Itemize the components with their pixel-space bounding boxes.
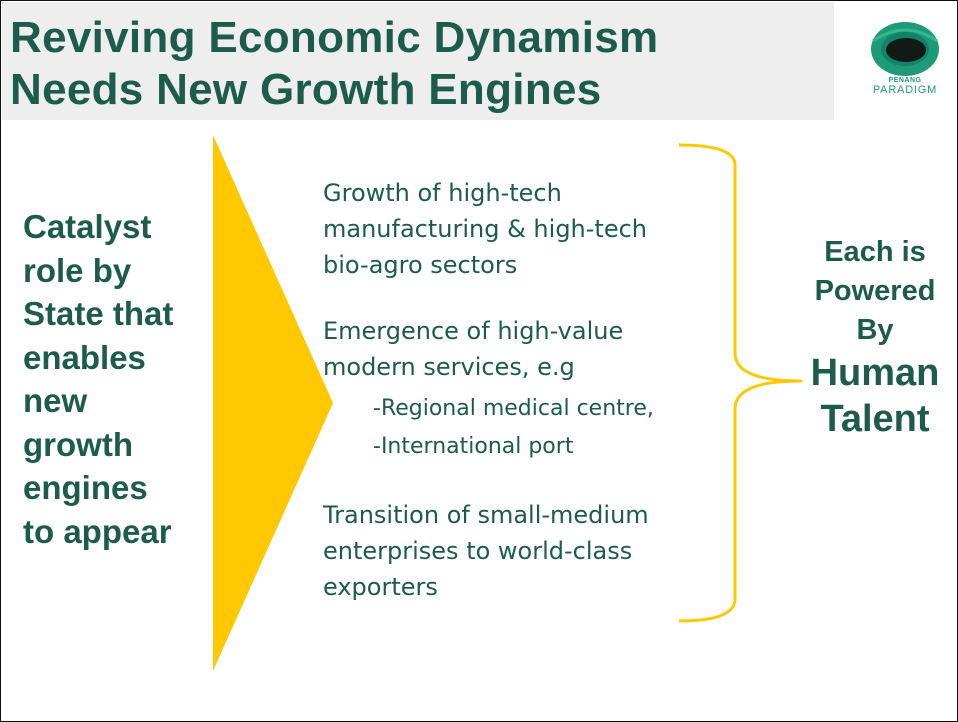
logo-text-paradigm: PARADIGM xyxy=(872,84,938,96)
catalyst-line: State that xyxy=(23,295,174,332)
engine-subitem-medical: -Regional medical centre, xyxy=(373,396,654,421)
engine-item-hightech: Growth of high-tech manufacturing & high… xyxy=(323,175,647,283)
engine-line: Transition of small-medium xyxy=(323,501,649,529)
engine-line: bio-agro sectors xyxy=(323,251,518,279)
powered-line: Each is xyxy=(824,236,926,268)
engine-line: Emergence of high-value xyxy=(323,317,624,345)
engine-item-services: Emergence of high-value modern services,… xyxy=(323,313,623,385)
catalyst-line: to appear xyxy=(23,512,172,550)
title-line-1: Reviving Economic Dynamism xyxy=(10,13,659,62)
engine-item-sme: Transition of small-medium enterprises t… xyxy=(323,497,649,605)
engine-line: Growth of high-tech xyxy=(323,179,562,207)
catalyst-text: Catalyst role by State that enables new … xyxy=(23,205,213,553)
title-band: Reviving Economic Dynamism Needs New Gro… xyxy=(2,2,834,120)
logo-text-penang: PENANG xyxy=(888,77,922,84)
engine-line: enterprises to world-class xyxy=(323,537,633,565)
engine-line: manufacturing & high-tech xyxy=(323,215,647,243)
catalyst-line: role by xyxy=(23,251,132,289)
penang-paradigm-logo-icon xyxy=(871,22,939,76)
catalyst-line: Catalyst xyxy=(23,208,152,245)
engine-line: exporters xyxy=(323,573,438,601)
powered-line: Powered xyxy=(814,275,936,307)
human-talent-line: Human xyxy=(810,352,940,394)
engine-line: modern services, e.g xyxy=(323,353,575,381)
arrow-triangle-shape xyxy=(213,135,333,671)
catalyst-line: growth xyxy=(23,425,133,463)
slide-title: Reviving Economic Dynamism Needs New Gro… xyxy=(10,12,658,116)
human-talent-line: Talent xyxy=(820,398,930,440)
right-brace-shape xyxy=(678,143,803,623)
engine-subitem-port: -International port xyxy=(373,434,574,459)
title-line-2: Needs New Growth Engines xyxy=(10,65,602,114)
human-talent-text: Each is Powered By Human Talent xyxy=(799,233,951,442)
powered-line: By xyxy=(856,314,894,346)
catalyst-line: enables xyxy=(23,338,146,376)
catalyst-line: new xyxy=(23,382,88,419)
catalyst-line: engines xyxy=(23,469,148,506)
